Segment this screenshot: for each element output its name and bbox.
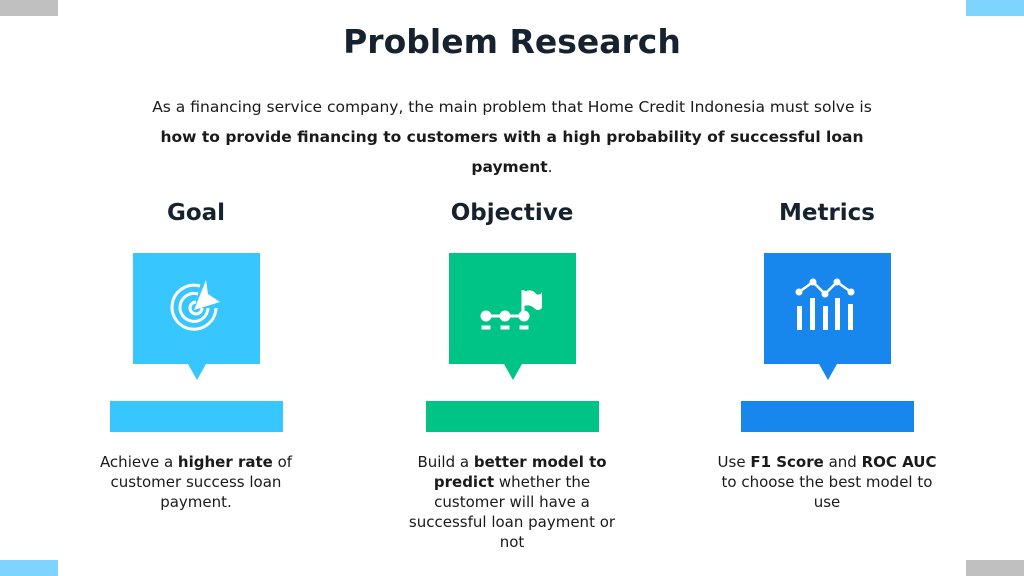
- desc-text: whether the customer will have a success…: [408, 473, 616, 551]
- desc-bold: F1 Score: [750, 453, 824, 471]
- intro-suffix: .: [547, 158, 553, 176]
- desc-bold: ROC AUC: [861, 453, 937, 471]
- desc-text: of customer success loan payment.: [110, 453, 293, 511]
- intro-bold: how to provide financing to customers wi…: [160, 128, 864, 176]
- objective-column: Objective Build a better model to predic…: [397, 200, 627, 552]
- objective-card: [448, 253, 576, 380]
- metrics-bar: [740, 401, 914, 432]
- corner-decoration: [966, 560, 1024, 576]
- goal-card: [132, 253, 260, 380]
- milestone-flag-icon: [480, 290, 542, 330]
- target-icon: [170, 280, 220, 331]
- corner-decoration: [966, 0, 1024, 16]
- intro-prefix: As a financing service company, the main…: [152, 98, 872, 116]
- desc-text: and: [823, 453, 862, 471]
- desc-text: to choose the best model to use: [721, 473, 933, 511]
- metrics-card: [763, 253, 891, 380]
- page-title: Problem Research: [343, 22, 681, 61]
- intro-text: As a financing service company, the main…: [150, 92, 874, 182]
- objective-heading: Objective: [450, 200, 574, 226]
- corner-decoration: [0, 0, 58, 16]
- desc-text: Achieve a: [99, 453, 178, 471]
- objective-bar: [425, 401, 599, 432]
- corner-decoration: [0, 560, 58, 576]
- metrics-column: Metrics Use F1 Score and ROC AUC to choo…: [712, 200, 942, 512]
- desc-bold: better model to predict: [433, 453, 607, 491]
- goal-heading: Goal: [166, 200, 226, 226]
- goal-bar: [109, 401, 283, 432]
- card-pointer: [818, 364, 837, 380]
- metrics-heading: Metrics: [778, 200, 876, 226]
- goal-description: Achieve a higher rate of customer succes…: [81, 452, 311, 512]
- bar-chart-icon: [795, 278, 854, 330]
- desc-text: Use: [717, 453, 751, 471]
- card-pointer: [187, 364, 206, 380]
- card-pointer: [503, 364, 522, 380]
- objective-description: Build a better model to predict whether …: [397, 452, 627, 552]
- goal-column: Goal Achieve a higher rate of customer s…: [81, 200, 311, 512]
- metrics-description: Use F1 Score and ROC AUC to choose the b…: [712, 452, 942, 512]
- desc-bold: higher rate: [177, 453, 273, 471]
- desc-text: Build a: [417, 453, 474, 471]
